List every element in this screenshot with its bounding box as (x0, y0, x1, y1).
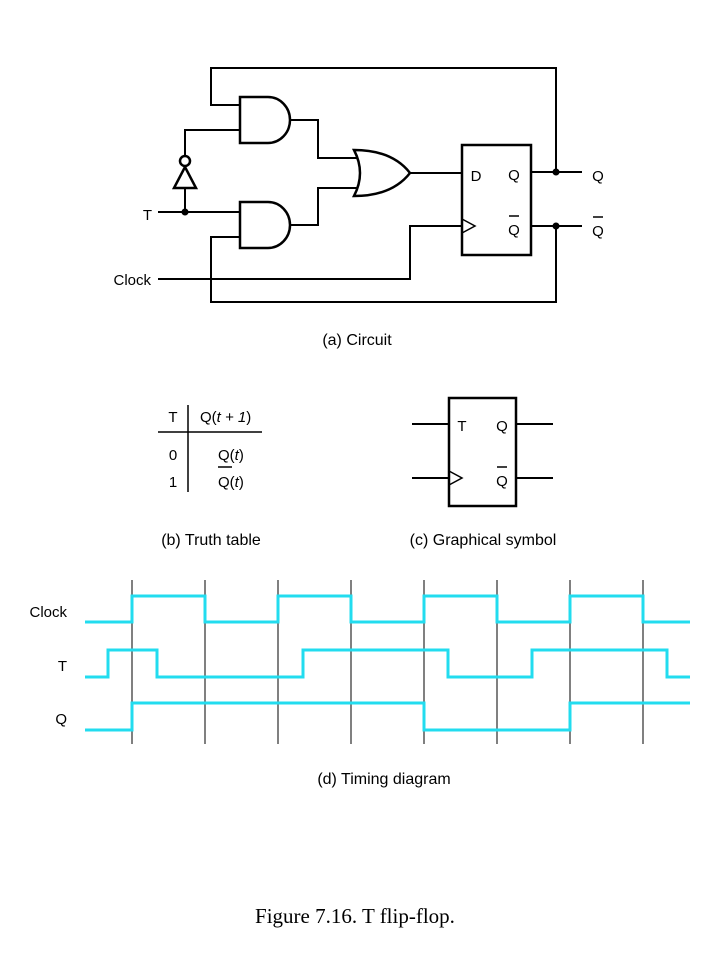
d-pin-label: D (471, 168, 482, 185)
symbol-clock-edge-marker (448, 470, 464, 486)
clock-edge-marker (461, 218, 477, 234)
circuit: T Clock D Q Q Q Q (a) Circuit (113, 67, 604, 349)
inverter-output-wire (184, 129, 240, 156)
timing-q-label: Q (55, 711, 67, 728)
and-top-output-wire (290, 119, 360, 159)
timing-caption: (d) Timing diagram (317, 771, 450, 788)
timing-clock-label: Clock (29, 604, 67, 621)
figure-caption: Figure 7.16. T flip-flop. (255, 904, 455, 928)
q-waveform (85, 701, 690, 732)
q-pin-label: Q (508, 167, 520, 184)
q-feedback-wire (210, 67, 557, 172)
timing-grid-lines (131, 580, 644, 744)
and-bottom-output-wire (290, 187, 360, 226)
qbar-output-label: Q (592, 223, 604, 240)
truth-table-row-0-q: Q(t) (218, 447, 244, 464)
qbar-feedback-wire (210, 226, 557, 303)
or-gate (351, 148, 412, 198)
truth-table-header-q: Q(t + 1) (200, 409, 251, 426)
timing-diagram: Clock T Q (d) Timing diagram (29, 580, 690, 788)
graphical-symbol: T Q Q (c) Graphical symbol (410, 396, 557, 549)
symbol-qbar-label: Q (496, 473, 508, 490)
clock-wire (158, 225, 462, 280)
truth-table-row-1-t: 1 (169, 474, 177, 491)
d-flip-flop-box (460, 143, 533, 257)
clock-waveform (85, 594, 690, 624)
qbar-junction-dot (552, 222, 560, 230)
timing-t-label: T (58, 658, 67, 675)
and-gate-top (238, 95, 292, 145)
circuit-caption: (a) Circuit (322, 332, 392, 349)
q-output-label: Q (592, 168, 604, 185)
inverter-triangle (171, 164, 199, 190)
clock-input-label: Clock (113, 272, 151, 289)
truth-table: T Q(t + 1) 0 Q(t) 1 Q(t) (b) Truth table (158, 405, 262, 549)
truth-table-row-1-q: Q(t) (218, 474, 244, 491)
symbol-t-label: T (457, 418, 466, 435)
symbol-box (447, 396, 518, 508)
symbol-caption: (c) Graphical symbol (410, 532, 557, 549)
truth-table-header-t: T (168, 409, 177, 426)
q-junction-dot (552, 168, 560, 176)
symbol-q-label: Q (496, 418, 508, 435)
t-input-label: T (143, 207, 152, 224)
inverter-bubble (178, 154, 192, 168)
and-gate-bottom (238, 200, 292, 250)
truth-table-caption: (b) Truth table (161, 532, 261, 549)
truth-table-row-0-t: 0 (169, 447, 177, 464)
qbar-pin-label: Q (508, 222, 520, 239)
t-waveform (85, 648, 690, 679)
